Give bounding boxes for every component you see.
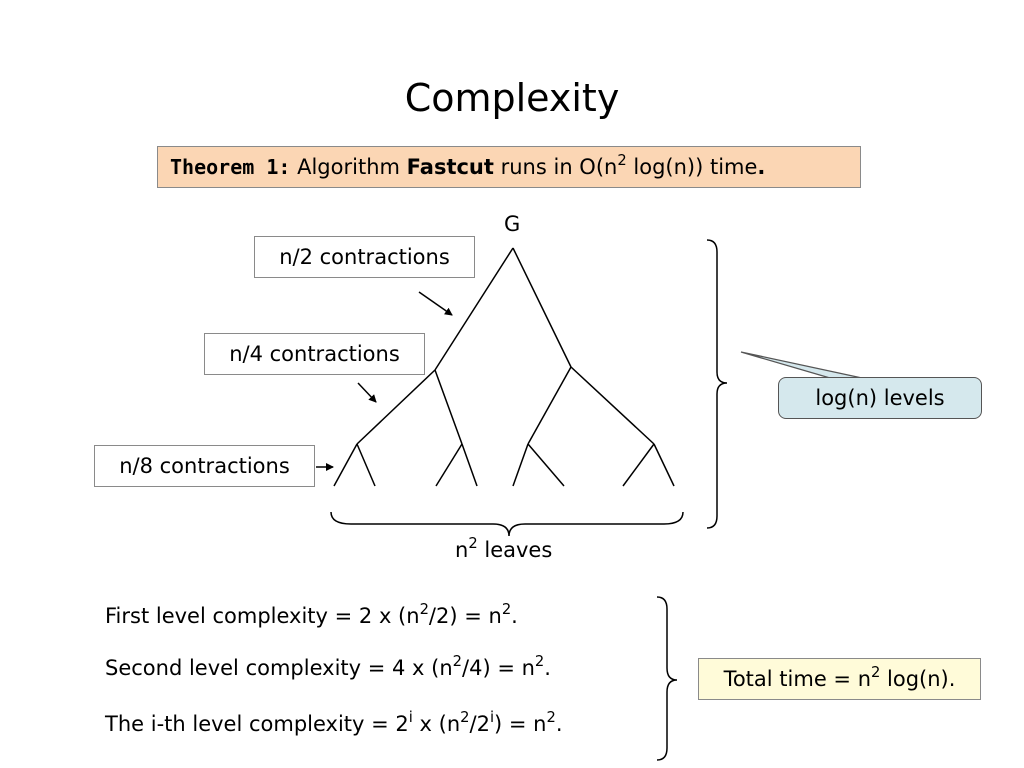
leaves-brace — [330, 511, 684, 537]
tree-edge — [333, 443, 358, 487]
tree-edge — [461, 443, 478, 487]
total-exponent: 2 — [871, 664, 881, 682]
total-text-post: log(n). — [880, 667, 956, 691]
leaves-label: n2 leaves — [455, 535, 553, 562]
tree-edge — [434, 247, 514, 371]
theorem-box: Theorem 1: Algorithm Fastcut runs in O(n… — [157, 146, 861, 188]
tree-edges — [333, 247, 675, 487]
pointer-arrows — [316, 291, 453, 471]
theorem-text-mid: runs in O(n — [500, 155, 618, 179]
formula-text: /2 — [469, 712, 490, 736]
formula-text: /2) = n — [428, 604, 502, 628]
levels-brace — [706, 239, 728, 529]
tree-edge — [570, 366, 655, 445]
tree-edge — [435, 443, 463, 487]
formula-exponent: 2 — [501, 601, 512, 619]
leaves-base: n — [455, 538, 469, 562]
tree-edge — [356, 369, 436, 445]
formulas-brace — [656, 596, 678, 761]
formula-exponent: 2 — [534, 653, 545, 671]
formula-exponent: 2 — [546, 709, 556, 727]
slide-title: Complexity — [404, 76, 620, 120]
levels-callout-pointer — [740, 351, 863, 379]
theorem-text-pre: Algorithm — [297, 155, 400, 179]
formula-text: . — [511, 604, 518, 628]
contraction-label-n2: n/2 contractions — [254, 236, 475, 278]
tree-edge — [622, 443, 655, 487]
formula-exponent: 2 — [460, 709, 470, 727]
tree-edge — [356, 443, 376, 487]
formula-text: . — [544, 656, 551, 680]
total-text-pre: Total time = n — [723, 667, 871, 691]
theorem-period: . — [757, 155, 766, 179]
ith-level-formula: The i-th level complexity = 2i x (n2/2i)… — [105, 709, 563, 736]
formula-text: The i-th level complexity = 2 — [105, 712, 409, 736]
formula-exponent: 2 — [419, 601, 429, 619]
leaves-exponent: 2 — [468, 535, 478, 553]
arrow-to-level-1 — [418, 291, 453, 316]
formula-text: /4) = n — [462, 656, 535, 680]
leaves-text: leaves — [484, 538, 553, 562]
formula-text: Second level complexity = 4 x (n — [105, 656, 453, 680]
formula-exponent: 2 — [452, 653, 463, 671]
algorithm-name: Fastcut — [406, 155, 494, 179]
formula-text: x (n — [412, 712, 461, 736]
tree-edge — [527, 443, 565, 487]
levels-callout: log(n) levels — [778, 377, 982, 419]
formula-exponent: i — [408, 709, 413, 727]
tree-edge — [434, 369, 463, 445]
formula-text: . — [555, 712, 563, 736]
root-label: G — [504, 212, 521, 236]
tree-edge — [512, 443, 529, 487]
theorem-label: Theorem 1: — [170, 155, 291, 179]
tree-edge — [653, 443, 675, 487]
tree-edge — [527, 366, 572, 445]
formula-exponent: i — [489, 709, 495, 727]
tree-edge — [512, 247, 572, 368]
contraction-label-n8: n/8 contractions — [94, 445, 315, 487]
arrow-to-level-2 — [357, 382, 377, 403]
formula-text: ) = n — [494, 712, 547, 736]
formula-text: First level complexity = 2 x (n — [105, 604, 420, 628]
first-level-formula: First level complexity = 2 x (n2/2) = n2… — [105, 601, 518, 628]
contraction-label-n4: n/4 contractions — [204, 333, 425, 375]
second-level-formula: Second level complexity = 4 x (n2/4) = n… — [105, 653, 551, 680]
theorem-text-post: log(n)) time — [633, 155, 758, 179]
theorem-exponent: 2 — [617, 152, 627, 170]
total-time-box: Total time = n2 log(n). — [698, 658, 981, 700]
